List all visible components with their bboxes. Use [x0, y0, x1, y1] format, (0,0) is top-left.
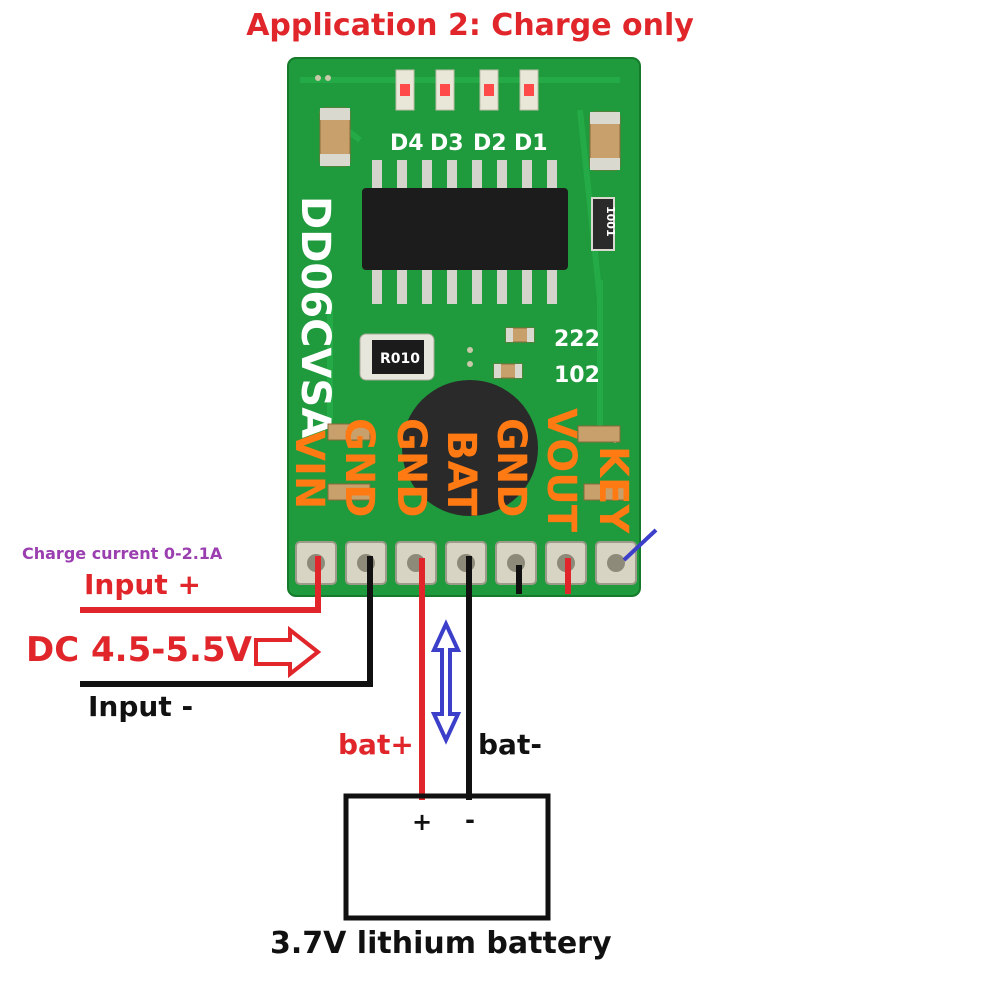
wires: [80, 528, 658, 800]
led-label-d2: D2: [473, 131, 507, 156]
wire-gnd-input-black: [80, 556, 373, 687]
led-d1: [519, 69, 539, 111]
wire-key-blue: [622, 528, 658, 562]
pin-label-key: KEY: [590, 446, 636, 534]
pin-label-gnd-1: GND: [336, 418, 382, 518]
wire-vin-red: [80, 556, 321, 613]
input-minus-label: Input -: [88, 690, 194, 723]
marking-102: 102: [554, 363, 600, 388]
dc-range-label: DC 4.5-5.5V: [26, 630, 252, 670]
battery-terminal-minus: -: [465, 806, 475, 834]
input-arrow-icon: [254, 625, 322, 679]
resistor-1001-marking: 1001: [604, 206, 617, 237]
capacitor-222: 222: [505, 327, 600, 352]
bat-minus-label: bat-: [478, 728, 542, 761]
led-d2: [479, 69, 499, 111]
marking-222: 222: [554, 327, 600, 352]
capacitor-102: 102: [493, 363, 600, 388]
pin-label-gnd-2: GND: [388, 418, 434, 518]
led-d4: [395, 69, 415, 111]
led-label-d4: D4: [390, 131, 424, 156]
bat-plus-label: bat+: [338, 728, 414, 761]
pin-header: [292, 538, 637, 588]
capacitor-left: [319, 107, 351, 167]
pin-label-gnd-3: GND: [488, 418, 534, 518]
led-label-d1: D1: [514, 131, 548, 156]
pin-area-capacitors: [327, 423, 627, 501]
input-plus-label: Input +: [84, 568, 201, 601]
battery-label: 3.7V lithium battery: [270, 926, 612, 961]
resistor-1001: 1001: [591, 197, 617, 251]
battery-box: [343, 793, 551, 921]
pin-label-vin: VIN: [286, 430, 332, 509]
charge-current-note: Charge current 0-2.1A: [22, 544, 223, 563]
capacitor-right: [589, 111, 621, 171]
led-d3: [435, 69, 455, 111]
led-label-d3: D3: [430, 131, 464, 156]
resistor-r010-marking: R010: [380, 351, 420, 367]
resistor-r010: R010: [359, 333, 435, 381]
inductor: [402, 380, 538, 516]
battery-terminal-plus: +: [412, 808, 432, 836]
pin-label-bat: BAT: [438, 430, 484, 516]
ic-chip: [362, 160, 568, 304]
board-silkscreen: DD06CVSA: [292, 196, 338, 438]
led-row: D4 D3 D2 D1: [390, 69, 548, 156]
pin-labels: VIN GND GND BAT GND VOUT KEY: [286, 408, 636, 534]
bidirectional-arrow-icon: [430, 619, 462, 745]
page-title: Application 2: Charge only: [246, 8, 694, 43]
pin-label-vout: VOUT: [538, 408, 584, 533]
